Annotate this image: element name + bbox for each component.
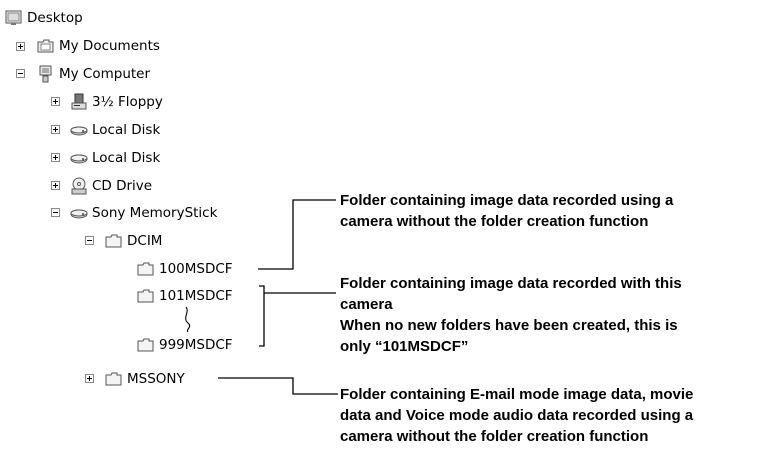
hard-disk-icon (70, 121, 88, 139)
tree-label-floppy: 3½ Floppy (92, 94, 163, 110)
annotation-folder-100: Folder containing image data recorded us… (340, 190, 673, 232)
annotation-line: only “101MSDCF” (340, 338, 469, 355)
annotation-folder-101: Folder containing image data recorded wi… (340, 273, 682, 357)
tree-label-local-disk-2: Local Disk (92, 150, 161, 166)
ellipsis-squiggle (185, 306, 191, 333)
bracket-101-999 (259, 285, 265, 347)
collapse-my-computer[interactable] (16, 69, 25, 78)
collapse-memory-stick[interactable] (51, 208, 60, 217)
documents-folder-icon (37, 37, 55, 55)
tree-label-dcim: DCIM (127, 233, 163, 249)
tree-item-local-disk-1[interactable]: Local Disk (70, 120, 160, 140)
cd-drive-icon (70, 177, 88, 195)
floppy-drive-icon (70, 93, 88, 111)
desktop-icon (5, 9, 23, 27)
expand-mssony[interactable] (85, 374, 94, 383)
tree-label-desktop: Desktop (27, 10, 83, 26)
annotation-line: Folder containing image data recorded wi… (340, 275, 682, 292)
tree-item-my-computer[interactable]: My Computer (37, 64, 150, 84)
tree-item-folder-999[interactable]: 999MSDCF (137, 335, 233, 355)
removable-disk-icon (70, 204, 88, 222)
folder-icon (105, 370, 123, 388)
expand-local-disk-2[interactable] (51, 153, 60, 162)
annotation-line: camera without the folder creation funct… (340, 428, 649, 445)
tree-item-local-disk-2[interactable]: Local Disk (70, 148, 160, 168)
tree-item-floppy[interactable]: 3½ Floppy (70, 92, 163, 112)
tree-item-my-documents[interactable]: My Documents (37, 36, 160, 56)
folder-icon (137, 336, 155, 354)
tree-item-mssony[interactable]: MSSONY (105, 369, 185, 389)
tree-label-folder-101: 101MSDCF (159, 288, 233, 304)
expand-local-disk-1[interactable] (51, 125, 60, 134)
tree-item-desktop[interactable]: Desktop (5, 8, 83, 28)
callout-line-100 (258, 199, 336, 270)
tree-item-cd-drive[interactable]: CD Drive (70, 176, 152, 196)
tree-label-local-disk-1: Local Disk (92, 122, 161, 138)
annotation-line: Folder containing E-mail mode image data… (340, 386, 694, 403)
folder-icon (105, 232, 123, 250)
tree-item-folder-100[interactable]: 100MSDCF (137, 259, 233, 279)
annotation-line: When no new folders have been created, t… (340, 317, 678, 334)
tree-item-dcim[interactable]: DCIM (105, 231, 162, 251)
tree-label-mssony: MSSONY (127, 371, 185, 387)
tree-item-memory-stick[interactable]: Sony MemoryStick (70, 203, 217, 223)
annotation-line: Folder containing image data recorded us… (340, 192, 674, 209)
annotation-line: camera (340, 296, 393, 313)
tree-label-folder-100: 100MSDCF (159, 261, 233, 277)
folder-icon (137, 260, 155, 278)
tree-label-cd-drive: CD Drive (92, 178, 153, 194)
collapse-dcim[interactable] (85, 236, 94, 245)
expand-cd-drive[interactable] (51, 181, 60, 190)
annotation-line: data and Voice mode audio data recorded … (340, 407, 694, 424)
tree-item-folder-101[interactable]: 101MSDCF (137, 286, 233, 306)
tree-label-folder-999: 999MSDCF (159, 337, 233, 353)
tree-label-my-documents: My Documents (59, 38, 160, 54)
hard-disk-icon (70, 149, 88, 167)
tree-label-my-computer: My Computer (59, 66, 151, 82)
annotation-line: camera without the folder creation funct… (340, 213, 649, 230)
tree-label-memory-stick: Sony MemoryStick (92, 205, 218, 221)
computer-icon (37, 65, 55, 83)
expand-floppy[interactable] (51, 97, 60, 106)
callout-line-mssony (218, 377, 338, 395)
expand-my-documents[interactable] (16, 42, 25, 51)
folder-icon (137, 287, 155, 305)
annotation-mssony: Folder containing E-mail mode image data… (340, 384, 693, 447)
